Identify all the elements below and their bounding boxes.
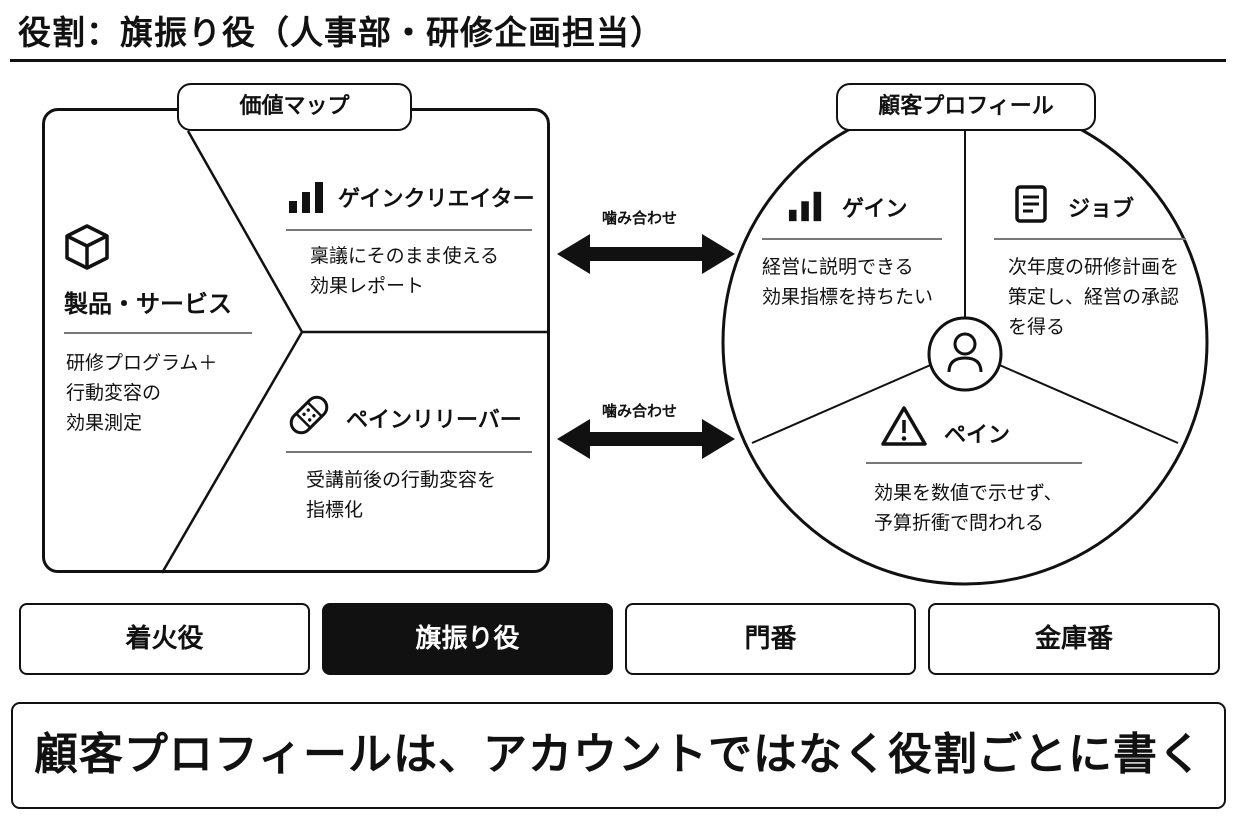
pains-rule [866,462,1082,464]
products-body: 研修プログラム＋ 行動変容の 効果測定 [66,352,218,434]
bandage-icon [286,392,332,442]
box-icon [62,222,112,276]
page-title: 役割：旗振り役（人事部・研修企画担当） [18,13,664,52]
gain-creators-heading: ゲインクリエイター [338,187,535,212]
double-arrow-bottom [557,419,735,459]
pains-body: 効果を数値で示せず、 予算折衝で問われる [874,482,1063,534]
gain-creators-rule [286,229,532,231]
fit-label-top: 噛み合わせ [602,209,678,227]
document-icon [1014,184,1048,228]
warning-icon [880,404,928,452]
gains-body: 経営に説明できる 効果指標を持ちたい [762,256,934,308]
pains-heading: ペイン [944,423,1011,448]
fit-label-bottom: 噛み合わせ [602,402,678,420]
jobs-body: 次年度の研修計画を 策定し、経営の承認 を得る [1008,256,1180,338]
gains-rule [762,238,942,240]
jobs-heading: ジョブ [1068,197,1135,222]
products-heading: 製品・サービス [64,290,232,318]
pain-relievers-heading: ペインリリーバー [346,408,522,433]
pain-relievers-rule [286,451,532,453]
role-tab-treasurer[interactable]: 金庫番 [928,603,1220,675]
profile-divider-left [751,359,943,444]
role-tab-flag-bearer[interactable]: 旗振り役 [322,603,613,675]
title-divider [10,59,1226,62]
bar-chart-icon [288,180,326,218]
products-rule [64,332,252,334]
double-arrow-top [557,234,735,274]
value-map-tab: 価値マップ [177,83,412,131]
role-tab-gatekeeper[interactable]: 門番 [625,603,916,675]
summary-banner: 顧客プロフィールは、アカウントではなく役割ごとに書く [11,702,1226,809]
profile-divider-right [987,359,1179,444]
customer-profile-tab: 顧客プロフィール [836,83,1096,131]
person-icon [927,316,1003,396]
jobs-rule [994,238,1186,240]
pain-relievers-body: 受講前後の行動変容を 指標化 [306,469,497,521]
role-tab-igniter[interactable]: 着火役 [19,603,310,675]
bar-chart-icon [788,189,824,227]
gain-creators-body: 稟議にそのまま使える 効果レポート [310,245,500,297]
gains-heading: ゲイン [842,197,908,222]
